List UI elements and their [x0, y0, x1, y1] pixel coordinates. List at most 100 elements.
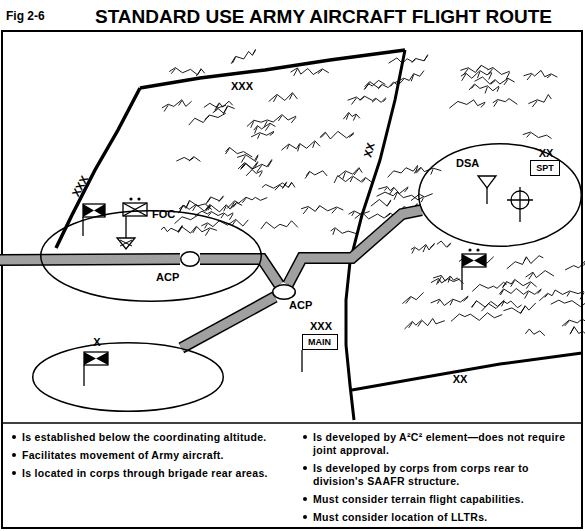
mountain-ridge [176, 157, 200, 162]
mountain-ridge [463, 297, 468, 301]
mountain-ridge [524, 258, 526, 261]
mountain-ridge [352, 212, 354, 216]
flight-route-band [0, 259, 180, 260]
mountain-ridge [332, 208, 337, 213]
symbol-staff [125, 216, 126, 238]
mountain-ridge [545, 294, 548, 297]
boundary-symbol: XX [360, 134, 379, 166]
mountain-ridge [253, 50, 256, 54]
mountain-ridge [450, 300, 453, 305]
mountain-ridge [338, 168, 362, 177]
symbol-staff [461, 267, 462, 290]
mountain-ridge [547, 75, 551, 78]
mountain-ridge [472, 300, 505, 308]
mountain-ridge [321, 133, 326, 138]
area-ellipse: FOCACP [40, 210, 262, 302]
support-area-ellipse: DSA XXSPT [418, 143, 582, 247]
mountain-ridge [411, 194, 433, 201]
bullet-dot [12, 453, 16, 457]
mountain-ridge [485, 87, 487, 94]
mountain-ridge [349, 211, 370, 214]
mountain-ridge [164, 105, 168, 111]
mountain-ridge [255, 127, 258, 134]
mountain-ridge [241, 164, 246, 168]
mountain-ridge [362, 178, 366, 182]
mountain-ridge [437, 300, 439, 303]
mountain-ridge [388, 201, 391, 205]
mountain-ridge [539, 290, 584, 301]
point-label: ACP [156, 271, 186, 283]
echelon-dot [137, 197, 140, 200]
mountain-ridge [318, 70, 322, 74]
bullet-item: Is located in corps through brigade rear… [12, 467, 292, 480]
mountain-ridge [451, 313, 502, 322]
bullet-text: Is developed by corps from corps rear to… [313, 462, 581, 488]
mountain-ridge [469, 84, 499, 91]
mountain-ridge [391, 83, 394, 86]
mountain-ridge [406, 297, 411, 303]
bullet-text: Is located in corps through brigade rear… [22, 467, 268, 480]
mountain-ridge [204, 103, 226, 108]
mountain-ridge [384, 188, 387, 191]
mountain-ridge [499, 288, 541, 294]
mountain-ridge [416, 168, 421, 173]
mountain-ridge [333, 229, 335, 235]
mountain-ridge [491, 81, 495, 85]
outline [32, 342, 224, 412]
mountain-ridge [171, 69, 175, 74]
mountain-ridge [584, 261, 585, 266]
mountain-ridge [242, 198, 246, 203]
mountain-ridge [262, 182, 295, 188]
flag-symbol [478, 176, 496, 188]
mountain-ridge [206, 196, 224, 204]
mountain-ridge [402, 292, 423, 303]
mountain-ridge [404, 319, 444, 330]
figure-number: Fig 2-6 [6, 10, 86, 22]
mountain-ridge [438, 276, 441, 283]
command-post-box: XXXMAIN [302, 334, 338, 350]
mountain-ridge [462, 74, 466, 81]
mountain-ridge [226, 147, 253, 157]
mountain-ridge [504, 79, 508, 85]
route-band-outline [200, 259, 279, 285]
mountain-ridge [411, 75, 413, 82]
mountain-ridge [316, 207, 319, 210]
mountain-ridge [255, 156, 258, 162]
mountain-ridge [412, 59, 416, 62]
mountain-ridge [251, 131, 274, 137]
mountain-ridge [388, 165, 418, 177]
mountain-ridge [208, 213, 211, 216]
flight-routes [181, 210, 421, 348]
flight-route [181, 297, 274, 348]
mountain-ridge [528, 95, 551, 104]
outline-ellipse [419, 144, 582, 247]
mountain-ridge [179, 204, 210, 211]
mountain-ridge [389, 188, 393, 194]
mountain-ridge [354, 169, 359, 175]
mountain-ridge [227, 197, 267, 208]
mountain-ridge [246, 170, 262, 176]
mountain-ridge [193, 205, 196, 210]
mountain-ridge [409, 322, 413, 327]
mountain-ridge [313, 142, 315, 148]
mountain-ridge [278, 116, 282, 121]
unit-box: XXSPT [530, 160, 560, 176]
aviation-unit-symbol [84, 352, 108, 365]
mountain-ridge [268, 160, 272, 167]
aviation-unit-symbol [462, 254, 486, 267]
area-label: DSA [456, 157, 486, 169]
mountain-ridge [232, 57, 235, 63]
bullet-text: Is established below the coordinating al… [22, 431, 267, 444]
mountain-ridge [306, 171, 327, 176]
divider-line [2, 422, 582, 424]
mountain-ridge [231, 202, 235, 208]
mountain-ridge [343, 112, 360, 119]
flight-route [200, 259, 279, 285]
mountain-ridge [305, 172, 309, 178]
symbol-staff [486, 188, 487, 204]
mountain-ridge [231, 49, 255, 64]
bullet-dot [12, 435, 16, 439]
symbol-staff [83, 365, 84, 386]
mountain-ridge [504, 303, 536, 314]
mountain-ridge [288, 183, 291, 187]
